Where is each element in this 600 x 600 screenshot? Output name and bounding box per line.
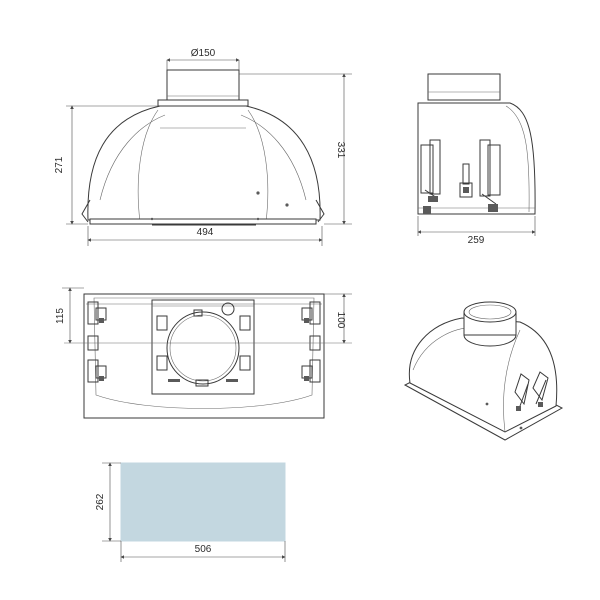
cutout-area: [120, 462, 286, 542]
front-hood-inner-curve-left: [99, 114, 166, 201]
cutout-view: 262 506: [95, 462, 286, 562]
front-duct-collar: [157, 69, 249, 107]
iso-screw-icon: [485, 402, 489, 406]
dim-duct-diameter-label: Ø150: [191, 48, 216, 59]
side-hood-body: [417, 102, 536, 215]
side-connector-icon: [423, 206, 431, 214]
dim-total-height-label: 331: [335, 142, 346, 159]
side-bracket-right: [479, 139, 501, 212]
iso-bracket-right: [532, 371, 549, 407]
front-hood-inner-left: [137, 109, 159, 223]
top-center-panel: [151, 299, 255, 395]
dim-side-depth: 259: [417, 216, 536, 246]
dim-front-total-height: 331: [239, 73, 352, 225]
front-bracket-right: [315, 199, 325, 223]
dim-front-body-height: 271: [54, 105, 158, 225]
dim-front-width: 494: [87, 226, 323, 246]
dim-cutout-width: 506: [120, 541, 286, 562]
front-hood-inner-right: [247, 109, 269, 223]
side-bracket-left: [420, 139, 441, 202]
dim-front-duct: Ø150: [166, 48, 240, 70]
side-center-latch: [459, 163, 473, 198]
side-hood-curve: [505, 105, 530, 213]
isometric-view: [403, 301, 564, 441]
top-view: 115 100: [55, 287, 352, 419]
top-hood-outline: [93, 297, 315, 409]
dim-front-width-label: 494: [197, 227, 214, 238]
front-screw-icon: [285, 203, 289, 207]
front-bracket-left: [81, 199, 91, 223]
side-view: 259: [417, 73, 536, 246]
dim-cutout-height-label: 262: [95, 493, 106, 510]
iso-hood-edge: [503, 329, 521, 433]
front-hood-inner-curve-right: [240, 114, 307, 201]
dim-top-left-depth: 115: [55, 287, 84, 344]
iso-screw-icon: [519, 426, 523, 430]
front-screw-icon: [256, 217, 260, 221]
front-view: Ø150 271 331 494: [54, 48, 352, 246]
iso-hood-body: [408, 317, 558, 433]
dim-top-right-depth: 100: [324, 293, 352, 344]
dim-top-right-depth-label: 100: [335, 312, 346, 329]
front-screw-icon: [256, 191, 260, 195]
iso-bracket-left: [514, 373, 530, 411]
top-outer-frame: [83, 293, 325, 419]
front-hood-body: [87, 105, 321, 221]
dim-cutout-width-label: 506: [195, 544, 212, 555]
dim-top-left-depth-label: 115: [55, 308, 66, 324]
front-bottom-plate: [89, 218, 317, 225]
dim-body-height-label: 271: [54, 156, 65, 173]
dim-cutout-height: 262: [95, 462, 121, 542]
dim-side-depth-label: 259: [468, 235, 485, 246]
iso-duct: [463, 301, 517, 347]
front-screw-icon: [150, 217, 154, 221]
top-fan-ring: [156, 302, 251, 387]
